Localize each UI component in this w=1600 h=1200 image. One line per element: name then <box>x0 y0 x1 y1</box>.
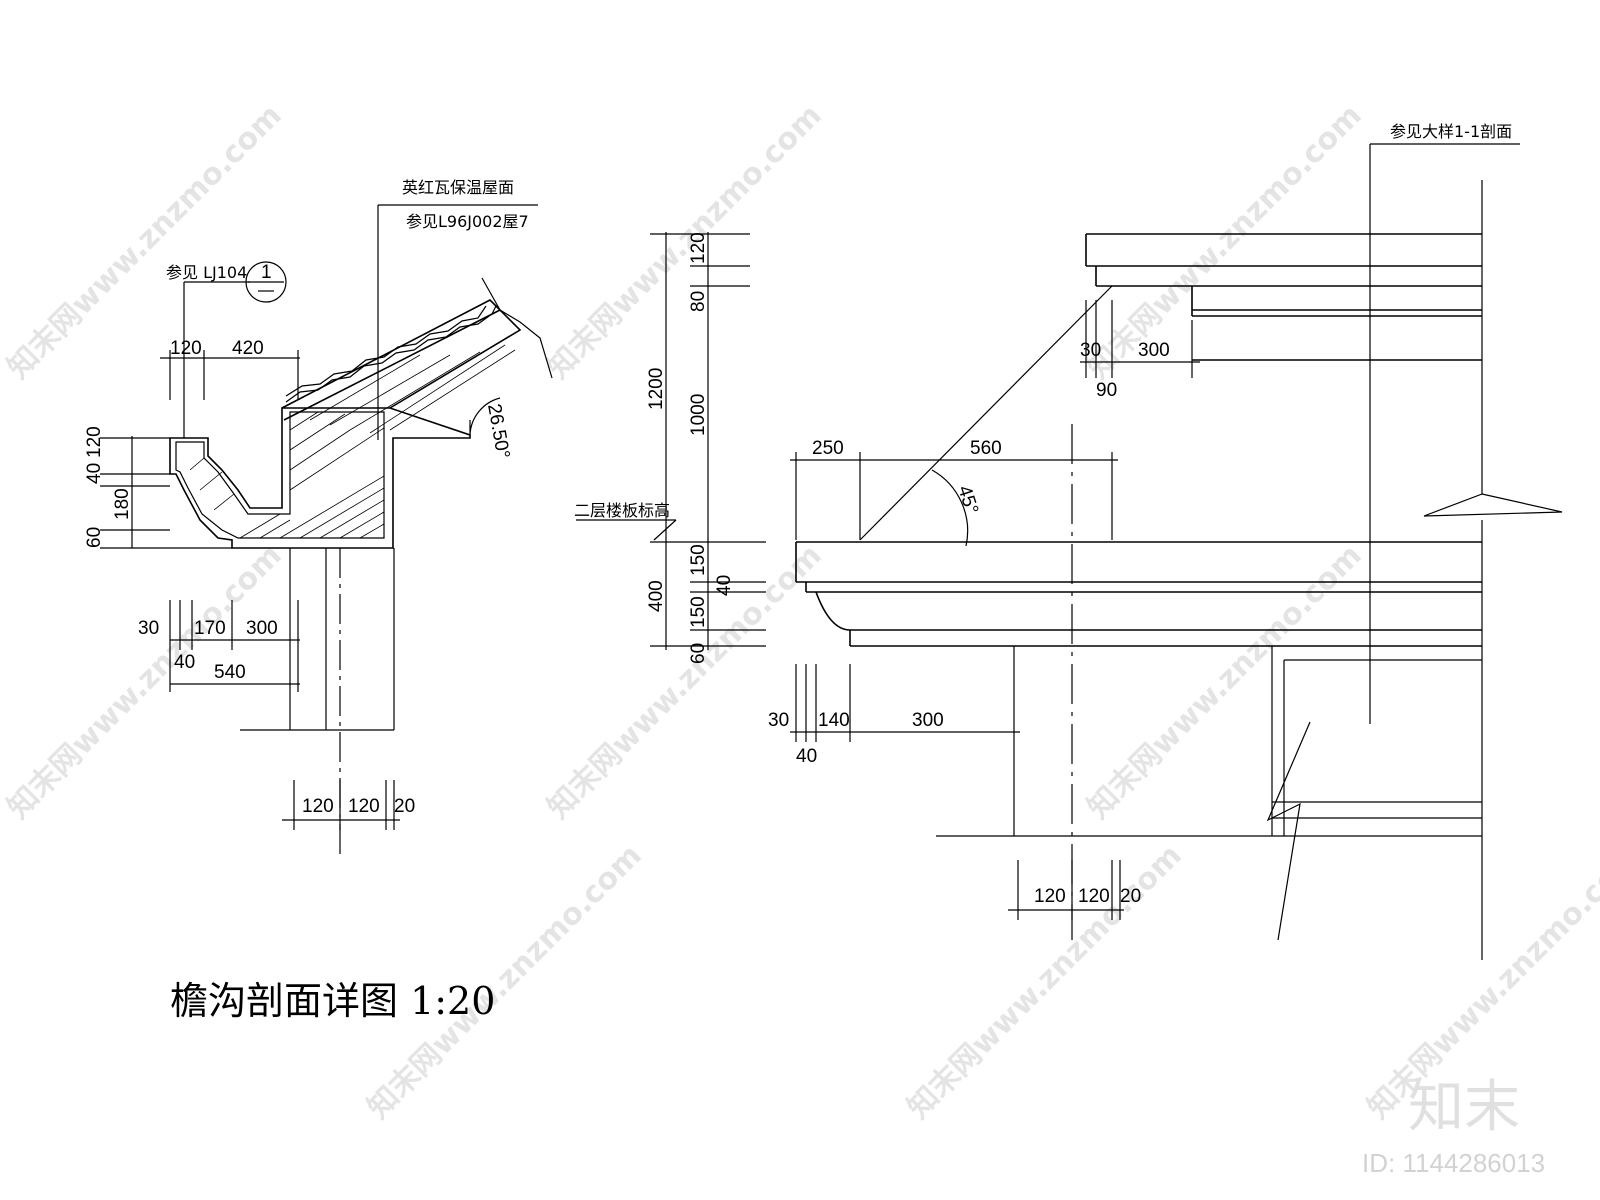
dim-label: 90 <box>1096 380 1117 401</box>
roof-slab <box>281 299 522 421</box>
roof-note-2: 参见L96J002屋7 <box>406 212 529 231</box>
dim-label: 30 <box>138 618 159 639</box>
dim-label: 300 <box>912 710 944 731</box>
dim-lines-left-vert <box>100 436 232 549</box>
dim-lines-top-left <box>160 350 300 400</box>
gutter-section-detail: 26.50° 英红瓦保温屋面 参见L96J002屋7 参见 LJ104 1 <box>84 178 553 860</box>
dim-label: 40 <box>84 463 105 484</box>
dim-label: 1200 <box>646 368 667 410</box>
dim-label: 150 <box>688 544 709 576</box>
floor-level-leader <box>576 519 677 541</box>
upper-cornice <box>1085 233 1482 361</box>
ref-detail: 参见大样1-1剖面 <box>1390 122 1512 141</box>
watermark-text: 知末网www.znzmo.com <box>541 538 829 826</box>
angle-45-arc <box>931 469 969 547</box>
dim-label: 40 <box>174 652 195 673</box>
dim-label: 30 <box>768 710 789 731</box>
concrete-hatch <box>189 411 385 539</box>
dim-label: 20 <box>1120 886 1141 907</box>
dim-label: 60 <box>688 643 709 664</box>
dim-label: 120 <box>302 796 334 817</box>
ref-leader <box>183 281 250 438</box>
dim-label: 180 <box>112 488 133 520</box>
dim-label: 540 <box>214 662 246 683</box>
dim-label: 60 <box>84 527 105 548</box>
roof-tiles-2 <box>285 305 487 397</box>
id-watermark: ID: 1144286013 <box>1362 1148 1545 1178</box>
roof-hatch <box>309 344 516 434</box>
dim-label: 30 <box>1080 340 1101 361</box>
dim-label: 140 <box>818 710 850 731</box>
detail-number: 1 <box>261 262 272 283</box>
wall <box>240 548 395 860</box>
watermark-text: 知末网www.znzmo.com <box>901 838 1189 1126</box>
roof-note-leader <box>377 204 538 440</box>
detail-circle <box>245 261 287 303</box>
roof-angle-arc <box>469 397 501 436</box>
roof-note-1: 英红瓦保温屋面 <box>402 178 514 197</box>
dim-label: 120 <box>84 426 105 458</box>
dim-label: 40 <box>796 746 817 767</box>
gutter-outline <box>169 407 471 549</box>
angle-45-label: 45° <box>953 483 982 517</box>
dim-lines-right-mid <box>790 452 1118 540</box>
ref-lj104: 参见 LJ104 <box>166 263 247 282</box>
dim-label: 40 <box>714 575 735 596</box>
dim-lines-right-top <box>1080 300 1200 378</box>
dim-label: 120 <box>1034 886 1066 907</box>
dim-label: 170 <box>194 618 226 639</box>
drawing-title: 檐沟剖面详图 1:20 <box>170 979 495 1023</box>
dim-label: 150 <box>688 596 709 628</box>
roof-angle-label: 26.50° <box>483 402 513 460</box>
dim-label: 300 <box>246 618 278 639</box>
dim-label: 250 <box>812 438 844 459</box>
dim-label: 300 <box>1138 340 1170 361</box>
ref-detail-leader <box>1369 143 1520 724</box>
dim-label: 120 <box>1078 886 1110 907</box>
dim-label: 420 <box>232 338 264 359</box>
dim-lines-right-wall <box>1008 860 1124 920</box>
break-line-right <box>1423 180 1563 960</box>
eave-section-detail: 45° <box>574 122 1563 960</box>
brand-watermark: 知末 <box>1408 1075 1520 1140</box>
gutter-lining <box>175 411 385 539</box>
dim-label: 80 <box>688 291 709 312</box>
watermark-text: 知末网www.znzmo.com <box>1081 98 1369 386</box>
watermark-layer: 知末网www.znzmo.com 知末网www.znzmo.com 知末网www… <box>1 98 1600 1126</box>
watermark-text: 知末网www.znzmo.com <box>1081 538 1369 826</box>
main-cornice <box>795 541 1482 647</box>
dim-lines-wall-left <box>282 780 400 830</box>
roof-break-line <box>481 277 553 379</box>
right-walls <box>936 424 1482 940</box>
dim-lines-right-bottom <box>790 664 1020 742</box>
dim-label: 120 <box>170 338 202 359</box>
dim-lines-right-vert <box>650 232 766 650</box>
dim-label: 400 <box>646 580 667 612</box>
projection-line-45 <box>859 285 1113 541</box>
dim-label: 120 <box>348 796 380 817</box>
roof-tiles <box>285 305 497 403</box>
floor-level: 二层楼板标高 <box>574 501 670 520</box>
dim-label: 20 <box>394 796 415 817</box>
watermark-text: 知末网www.znzmo.com <box>541 98 829 386</box>
break-line-lower <box>1266 721 1311 941</box>
dim-lines-bottom-left <box>169 600 300 692</box>
dim-label: 120 <box>688 232 709 264</box>
dim-label: 1000 <box>688 394 709 436</box>
dim-label: 560 <box>970 438 1002 459</box>
